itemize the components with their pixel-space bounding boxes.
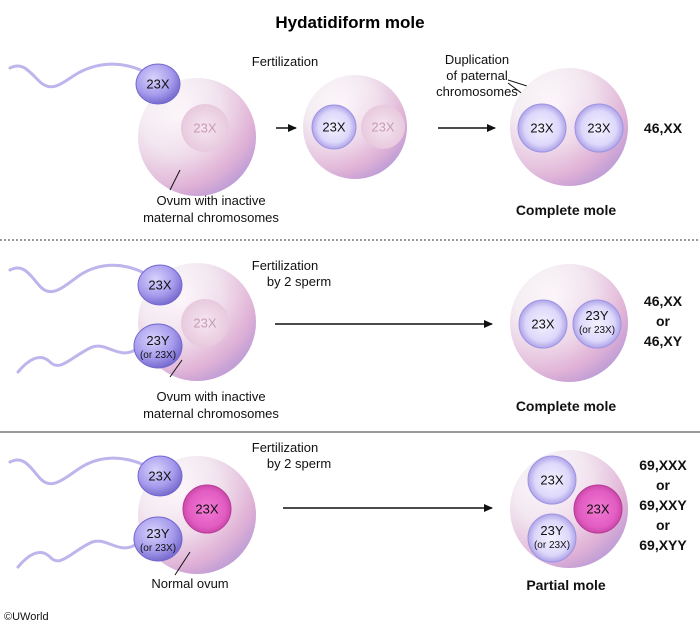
copyright-label: ©UWorld <box>4 611 49 623</box>
sperm-tail <box>8 62 152 89</box>
svg-text:23X: 23X <box>148 469 171 484</box>
sperm-tail-1 <box>8 456 150 486</box>
karyotype-line-5: 69,XYY <box>639 537 687 553</box>
ovum-caption-line-2: maternal chromosomes <box>143 406 279 421</box>
sperm-head-2: 23Y (or 23X) <box>133 516 183 562</box>
result-nucleus-bottom: 23Y (or 23X) <box>527 513 577 563</box>
svg-text:23X: 23X <box>540 473 563 488</box>
svg-text:(or 23X): (or 23X) <box>140 543 176 554</box>
ovum-caption-line-2: maternal chromosomes <box>143 210 279 225</box>
result-nucleus-right: 23X <box>574 103 624 153</box>
sperm-head-2: 23Y (or 23X) <box>133 323 183 369</box>
result-nucleus-left: 23X <box>518 299 568 349</box>
fertilization-label-line-2: by 2 sperm <box>267 274 331 289</box>
fertilization-label-line-1: Fertilization <box>252 440 318 455</box>
svg-text:(or 23X): (or 23X) <box>140 350 176 361</box>
karyotype-line-1: 69,XXX <box>639 457 687 473</box>
svg-text:(or 23X): (or 23X) <box>579 325 615 336</box>
duplication-label-line-1: Duplication <box>445 52 509 67</box>
ovum-nucleus-faint: 23X <box>181 104 229 152</box>
result-nucleus-right-maternal: 23X <box>573 484 623 534</box>
svg-text:23X: 23X <box>587 121 610 136</box>
svg-text:23Y: 23Y <box>540 523 563 538</box>
sperm-head-1: 23X <box>137 264 183 306</box>
result-nucleus-top: 23X <box>527 455 577 505</box>
diagram-title: Hydatidiform mole <box>275 13 424 32</box>
svg-text:23X: 23X <box>531 317 554 332</box>
svg-text:23X: 23X <box>193 316 216 331</box>
sperm-tail-2 <box>16 344 137 374</box>
karyotype-line-3: 46,XY <box>644 333 683 349</box>
fertilization-label-line-1: Fertilization <box>252 258 318 273</box>
ovum-pointer-line <box>169 359 183 378</box>
sperm-tail-1 <box>8 263 150 294</box>
ovum-caption-line-1: Ovum with inactive <box>156 193 265 208</box>
svg-text:23X: 23X <box>371 120 394 135</box>
karyotype-line-2: or <box>656 313 671 329</box>
svg-text:23X: 23X <box>322 120 345 135</box>
result-nucleus-left: 23X <box>517 103 567 153</box>
ovum-caption: Normal ovum <box>151 576 228 591</box>
row-3: 23X 23X 23Y (or 23X) Normal ovum Fertili… <box>8 440 687 593</box>
sperm-head-1: 23X <box>137 455 183 497</box>
svg-text:23X: 23X <box>586 502 609 517</box>
ovum-pointer-line <box>169 169 181 191</box>
result-title: Complete mole <box>516 202 617 218</box>
row-1: 23X 23X Ovum with inactive maternal chro… <box>8 52 683 225</box>
result-cell <box>510 264 628 382</box>
svg-text:23Y: 23Y <box>585 308 608 323</box>
result-nucleus-right: 23Y (or 23X) <box>572 299 622 349</box>
result-title: Partial mole <box>526 577 606 593</box>
ovum-caption-line-1: Ovum with inactive <box>156 389 265 404</box>
ovum-nucleus-active: 23X <box>182 484 232 534</box>
svg-text:23Y: 23Y <box>146 526 169 541</box>
fertilization-label: Fertilization <box>252 54 318 69</box>
ovum-pointer-line <box>174 551 191 576</box>
duplication-label-line-3: chromosomes <box>436 84 518 99</box>
result-title: Complete mole <box>516 398 617 414</box>
karyotype-line-2: or <box>656 477 671 493</box>
svg-text:23X: 23X <box>195 502 218 517</box>
zygote-nucleus-maternal-faint: 23X <box>361 105 405 149</box>
row-2: 23X 23X 23Y (or 23X) Ovum with inactive … <box>8 258 683 421</box>
karyotype-line-3: 69,XXY <box>639 497 687 513</box>
karyotype-label: 46,XX <box>644 120 683 136</box>
svg-text:23X: 23X <box>146 77 169 92</box>
fertilization-label-line-2: by 2 sperm <box>267 456 331 471</box>
svg-text:23X: 23X <box>148 278 171 293</box>
duplication-label-line-2: of paternal <box>446 68 508 83</box>
svg-text:23X: 23X <box>193 121 216 136</box>
karyotype-line-1: 46,XX <box>644 293 683 309</box>
ovum-nucleus-faint: 23X <box>181 299 229 347</box>
sperm-tail-2 <box>16 539 137 569</box>
svg-text:23X: 23X <box>530 121 553 136</box>
sperm-head: 23X <box>135 63 181 105</box>
svg-text:(or 23X): (or 23X) <box>534 540 570 551</box>
result-cell <box>510 68 628 186</box>
svg-text:23Y: 23Y <box>146 333 169 348</box>
zygote-nucleus-paternal: 23X <box>311 104 357 150</box>
karyotype-line-4: or <box>656 517 671 533</box>
